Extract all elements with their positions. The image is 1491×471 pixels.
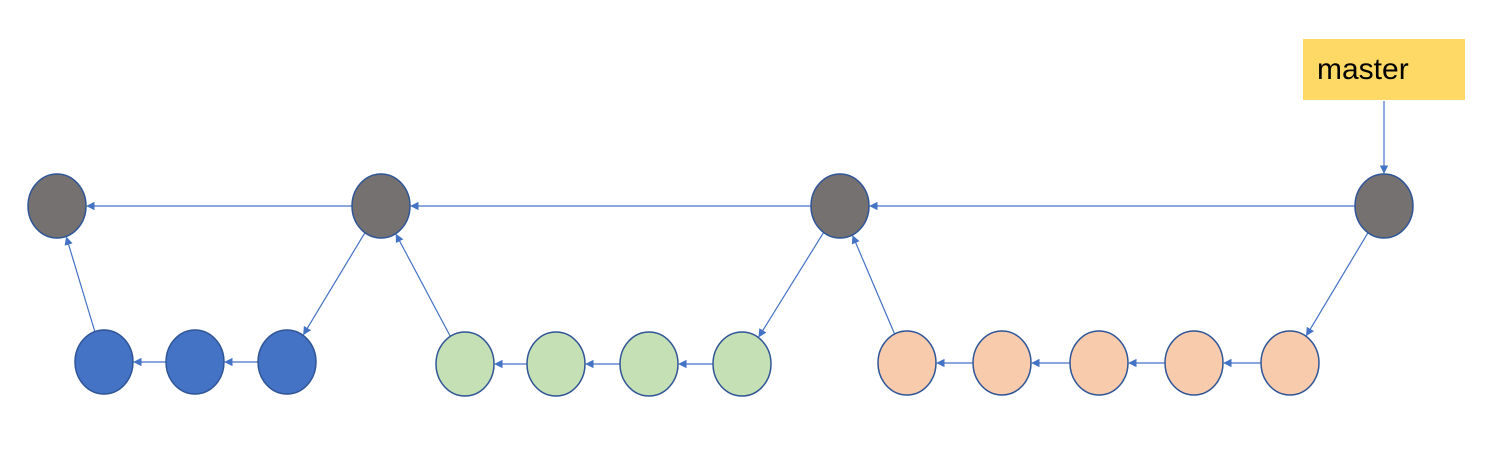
master-branch-label: master	[1303, 39, 1465, 100]
commit-node-o2	[972, 330, 1032, 396]
commit-node-m2	[351, 173, 411, 239]
master-branch-label-text: master	[1317, 52, 1409, 86]
commit-node-g4	[712, 331, 772, 397]
commit-node-o5	[1260, 330, 1320, 396]
commit-node-g1	[435, 331, 495, 397]
commit-node-g2	[526, 331, 586, 397]
commit-node-m3	[810, 173, 870, 239]
edge-g1-to-m2	[395, 233, 451, 337]
commit-node-o4	[1164, 330, 1224, 396]
commit-node-b2	[165, 329, 225, 395]
commit-node-m1	[27, 173, 87, 239]
edge-b1-to-m1	[64, 236, 96, 332]
nodes-layer	[27, 173, 1414, 397]
commit-node-o1	[877, 330, 937, 396]
commit-node-g3	[619, 331, 679, 397]
edge-m3-to-g4	[758, 232, 825, 338]
commit-node-b1	[74, 329, 134, 395]
edge-o1-to-m3	[851, 235, 896, 335]
commit-node-o3	[1069, 330, 1129, 396]
commit-node-b3	[257, 329, 317, 395]
edge-m4-to-o5	[1305, 232, 1369, 337]
commit-node-m4	[1354, 173, 1414, 239]
edges-layer	[64, 101, 1389, 369]
edge-m2-to-b3	[303, 232, 366, 336]
